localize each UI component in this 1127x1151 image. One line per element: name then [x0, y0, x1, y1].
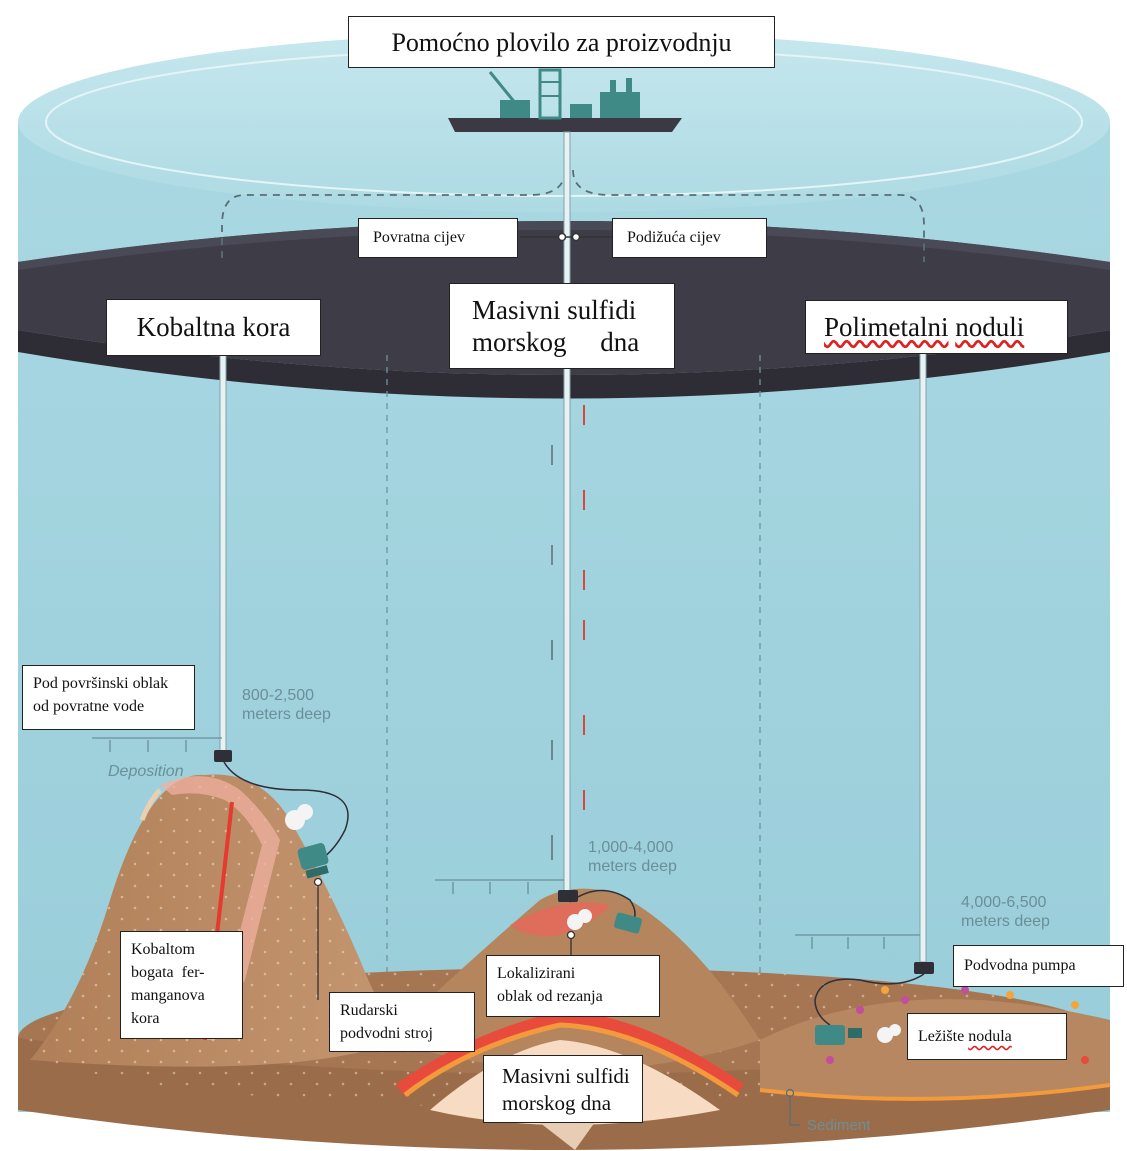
cobalt-crust-line3: manganova: [131, 987, 205, 1004]
sulfide-deposit-label: Masivni sulfidi morskog dna: [483, 1055, 643, 1123]
depth-center: 1,000-4,000 meters deep: [588, 838, 677, 876]
mining-machines: [223, 761, 925, 1045]
subsea-pump-icon: [214, 750, 934, 974]
depth-left-range: 800-2,500: [242, 687, 315, 704]
mining-machine-label: Rudarski podvodni stroj: [329, 992, 475, 1052]
sulfide-deposit-line1: Masivni sulfidi: [502, 1064, 630, 1088]
depth-center-range: 1,000-4,000: [588, 839, 674, 856]
deposition-markers: [92, 737, 920, 949]
lift-pipe-label: Podižuća cijev: [612, 218, 767, 258]
depth-left-unit: meters deep: [242, 706, 331, 723]
plume-label-line1: Pod površinski oblak: [33, 675, 169, 692]
zone-label-massive-sulfides-line2: morskog dna: [472, 327, 640, 357]
return-pipe-label: Povratna cijev: [358, 218, 518, 258]
zone-label-massive-sulfides: Masivni sulfidi morskog dna: [449, 283, 675, 369]
cobalt-crust-line4: kora: [131, 1010, 160, 1027]
depth-left: 800-2,500 meters deep: [242, 686, 331, 724]
sediment-marker: [785, 1088, 800, 1126]
zone-label-nodules-part1: Polimetalni: [824, 312, 949, 342]
sulfide-deposit-line2: morskog dna: [502, 1091, 612, 1115]
depth-center-unit: meters deep: [588, 858, 677, 875]
nodule-deposit-part1: Ležište: [918, 1028, 965, 1045]
zone-label-massive-sulfides-line1: Masivni sulfidi: [472, 295, 637, 325]
return-flow-paths: [221, 169, 925, 262]
lift-pipe: [563, 131, 571, 893]
nodule-deposit-label: Ležište nodula: [907, 1013, 1067, 1060]
cutting-plume-line2: oblak od rezanja: [497, 988, 603, 1005]
mining-machine-line2: podvodni stroj: [340, 1025, 433, 1042]
zone-label-cobalt-crust: Kobaltna kora: [106, 299, 321, 356]
mining-machine-line1: Rudarski: [340, 1002, 398, 1019]
cutting-plume-label: Lokalizirani oblak od rezanja: [486, 955, 660, 1017]
pipe-connector: [520, 232, 612, 242]
depth-right-range: 4,000-6,500: [961, 894, 1047, 911]
cobalt-crust-label: Kobaltom bogata fer- manganova kora: [120, 931, 243, 1039]
subsea-pump-label: Podvodna pumpa: [953, 945, 1124, 987]
ship-icon: [448, 68, 682, 132]
flow-arrows: [551, 405, 585, 860]
cobalt-crust-line1: Kobaltom: [131, 941, 195, 958]
plume-label-line2: od povratne vode: [33, 698, 145, 715]
zone-label-polymetallic-nodules: Polimetalni noduli: [805, 300, 1068, 354]
cutting-plume-line1: Lokalizirani: [497, 965, 576, 982]
sediment-label: Sediment: [807, 1117, 871, 1134]
nodule-deposit-part2: nodula: [968, 1028, 1012, 1045]
deposition-label: Deposition: [108, 763, 184, 780]
cobalt-crust-line2: bogata fer-: [131, 964, 205, 981]
zone-label-nodules-part2: noduli: [955, 312, 1025, 342]
plume-label: Pod površinski oblak od povratne vode: [22, 665, 195, 730]
page-title: Pomoćno plovilo za proizvodnju: [348, 16, 775, 68]
depth-right: 4,000-6,500 meters deep: [961, 893, 1050, 931]
depth-right-unit: meters deep: [961, 913, 1050, 930]
